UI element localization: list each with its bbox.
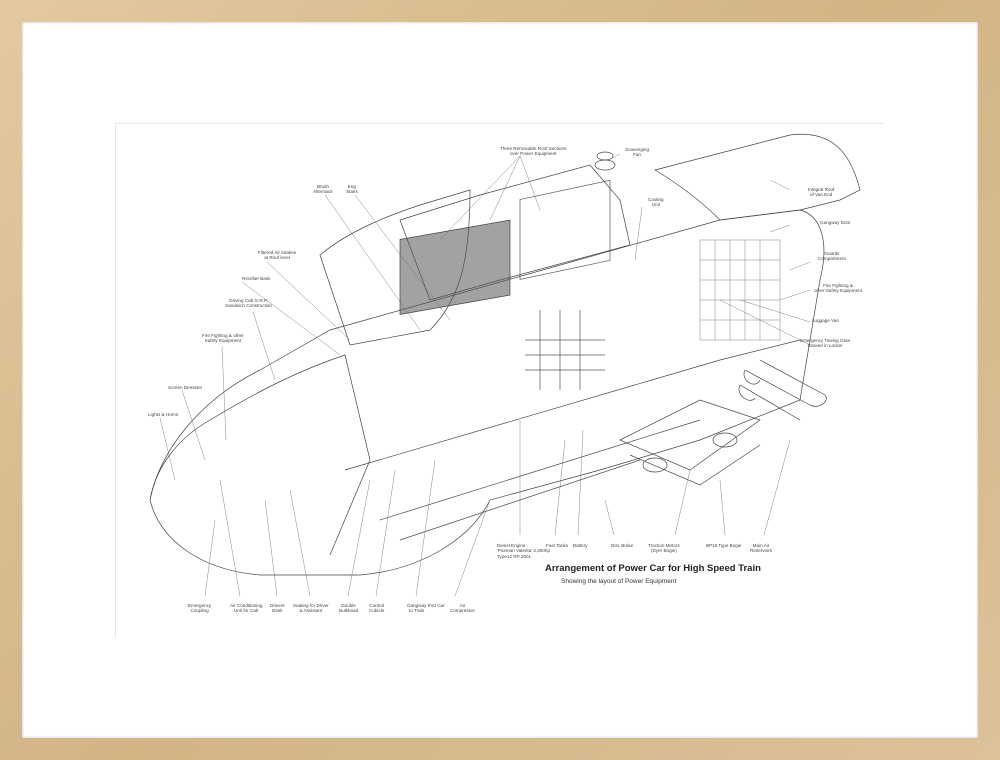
label-seating: Seating for Driver & Assistant [293, 603, 329, 614]
label-double-bulkhead: Double Bulkhead [339, 603, 359, 614]
label-fire-fighting-front: Fire Fighting & other Safety Equipment [202, 333, 244, 344]
label-guards-compartment: Guards Compartment [818, 251, 846, 262]
label-control-cubicle: Control Cubicle [369, 603, 385, 614]
label-cooling-unit: Cooling Unit [648, 197, 664, 208]
label-end-car: thrd Car [428, 603, 445, 608]
engine-cylinders [519, 179, 611, 390]
car-body-outline [149, 209, 825, 576]
label-air-conditioning: Air Conditioning Unit for Cab [230, 603, 263, 614]
label-bogie: BP16 Type Bogie [706, 543, 742, 548]
label-emergency-coupling: Emergency Coupling [188, 603, 212, 614]
label-fuel-tanks: Fuel Tanks [546, 543, 569, 548]
label-traction-motors: Traction Motors (Dyer Bogie) [648, 543, 680, 554]
label-diesel-engine: Diesel Engine 'Paxman Valenta' 2,250hp T… [497, 543, 551, 559]
label-lights-horns: Lights & Horns [148, 412, 179, 417]
diagram-title: Arrangement of Power Car for High Speed … [545, 563, 761, 574]
luggage-van-mesh [699, 239, 781, 341]
label-drivers-desk: Drivers Desk [270, 603, 285, 614]
cab-nose [149, 354, 371, 556]
label-battery: Battery [573, 543, 588, 548]
label-emergency-towing: Emergency Towing Gear Stowed in Locker [800, 338, 851, 349]
van-roof [654, 133, 861, 221]
label-air-compressor: Air Compressor [450, 603, 476, 614]
label-gangway-door: Gangway Door [820, 220, 851, 225]
label-fire-fighting-rear: Fire Fighting & other Safety Equipment [814, 283, 863, 294]
label-rectifier-bank: Rectifier Bank [242, 276, 271, 281]
label-gangway-train: Gangway to Train [407, 603, 427, 614]
label-filtered-air: Filtered Air Intakes at Roof level [258, 250, 297, 261]
diagram-subtitle: Showing the layout of Power Equipment [561, 578, 677, 585]
label-brush-alternator: Brush Alternator [313, 184, 333, 195]
floor-line [344, 339, 801, 471]
label-disc-brake: Disc Brake [611, 543, 634, 548]
underframe [379, 419, 701, 541]
label-driving-cab: Driving Cab G.R.P. Sandwich Construction [225, 298, 272, 309]
label-luggage-van: Luggage Van [812, 318, 839, 323]
label-roof-sections: Three Removable Roof Sections over Power… [500, 146, 567, 157]
bogie [619, 399, 761, 486]
label-screen-demister: Screen Demister [168, 385, 203, 390]
label-main-air: Main Air Reservoirs [750, 543, 772, 554]
label-integral-roof: Integral Roof of Van End [808, 187, 835, 198]
print-border [115, 123, 884, 638]
leader-lines [159, 153, 811, 597]
alternator-block [399, 219, 511, 315]
bogie-wheel [642, 457, 668, 473]
bogie-wheel [712, 432, 738, 448]
main-air-reservoirs [738, 359, 827, 421]
mount-mat [22, 22, 978, 738]
label-scavenging-fan: Scavenging Fan [625, 147, 650, 158]
label-eng-stairs: Eng Stairs [346, 184, 358, 195]
